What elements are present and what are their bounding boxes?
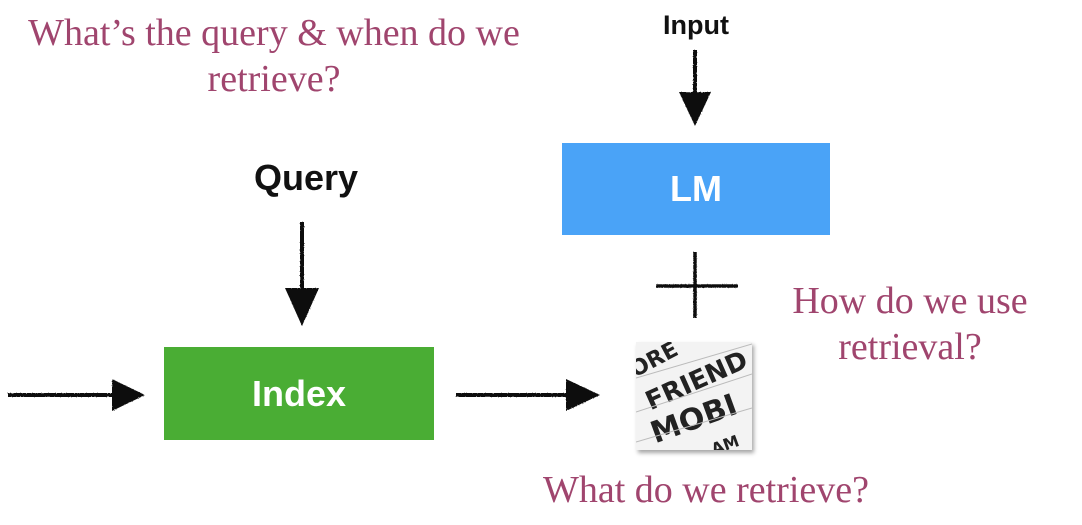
input-to-lm-arrow	[679, 50, 711, 126]
query-label: Query	[253, 157, 359, 198]
retrieved-text-snippets-icon: ORE FRIEND MOBI AM	[636, 342, 752, 450]
index-box: Index	[164, 347, 434, 440]
index-to-documents-arrow	[456, 379, 600, 411]
index-box-label: Index	[251, 372, 347, 414]
plus-icon	[656, 252, 738, 318]
question-what-retrieve: What do we retrieve?	[543, 469, 869, 511]
question-how-use-retrieval: How do we use retrieval?	[792, 280, 1028, 368]
incoming-to-index-arrow	[8, 379, 145, 411]
lm-box-label: LM	[670, 168, 722, 209]
question-when-retrieve: What’s the query & when do we retrieve?	[28, 12, 520, 100]
query-to-index-arrow	[285, 222, 319, 326]
input-label: Input	[663, 10, 729, 40]
lm-box: LM	[562, 143, 830, 235]
